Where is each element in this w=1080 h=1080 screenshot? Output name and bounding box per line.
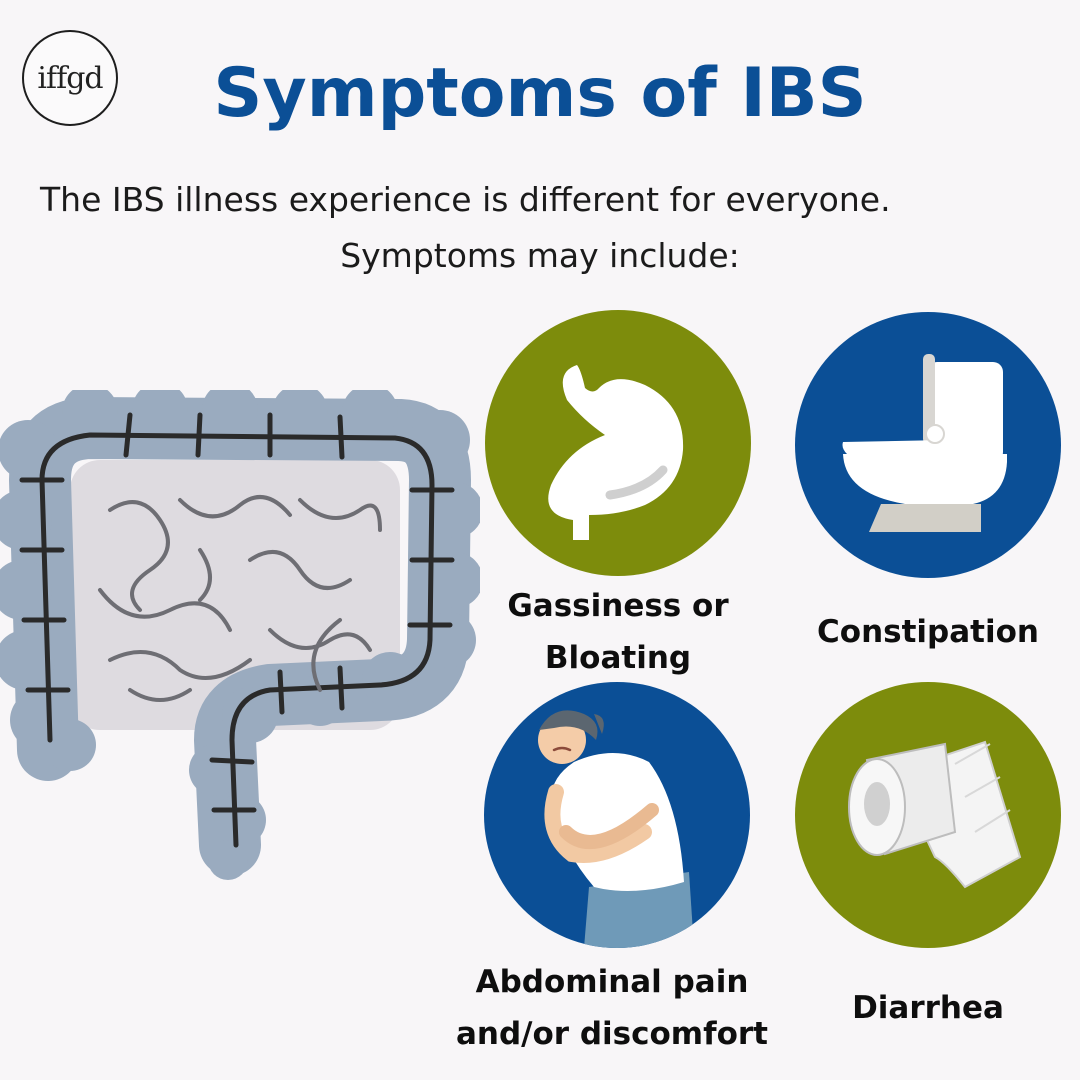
symptom-label-constipation: Constipation	[790, 606, 1066, 658]
iffgd-logo: iffgd	[22, 30, 118, 126]
abdominal-pain-person-icon	[538, 710, 694, 948]
symptom-label-diarrhea: Diarrhea	[790, 982, 1066, 1034]
symptom-label-gassiness-line2: Bloating	[544, 640, 692, 676]
symptom-label-abdominal-pain-line1: Abdominal pain	[475, 964, 749, 1000]
subtitle-line-1: The IBS illness experience is different …	[40, 180, 891, 219]
symptom-circle-gassiness	[485, 310, 751, 576]
symptom-label-constipation-line1: Constipation	[817, 614, 1039, 650]
logo-text: iffgd	[37, 60, 103, 96]
subtitle-line-2: Symptoms may include:	[340, 236, 740, 275]
symptom-label-gassiness: Gassiness or Bloating	[468, 580, 768, 684]
symptom-circle-constipation	[795, 312, 1061, 578]
symptom-circle-diarrhea	[795, 682, 1061, 948]
intestine-illustration	[0, 390, 480, 880]
subtitle: The IBS illness experience is different …	[0, 172, 1080, 284]
stomach-icon	[548, 365, 684, 540]
symptom-label-gassiness-line1: Gassiness or	[507, 588, 729, 624]
symptom-label-abdominal-pain-line2: and/or discomfort	[455, 1016, 768, 1052]
symptom-circle-abdominal-pain	[484, 682, 750, 948]
page-title: Symptoms of IBS	[213, 54, 867, 133]
toilet-icon	[842, 354, 1007, 532]
symptom-label-abdominal-pain: Abdominal pain and/or discomfort	[430, 956, 794, 1060]
toilet-paper-icon	[848, 740, 1022, 889]
symptom-label-diarrhea-line1: Diarrhea	[852, 990, 1004, 1026]
